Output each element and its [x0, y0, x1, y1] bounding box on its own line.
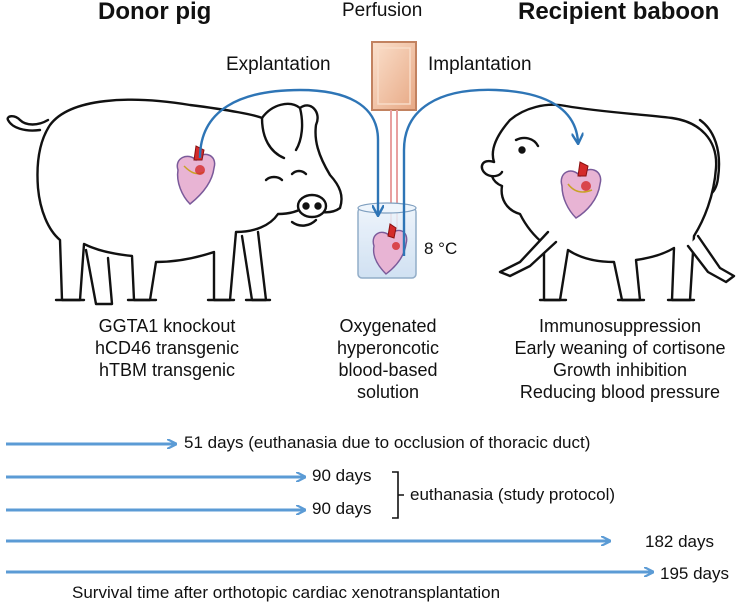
recipient-title: Recipient baboon: [518, 0, 720, 25]
donor-trait: GGTA1 knockout: [98, 316, 236, 336]
donor-trait: hTBM transgenic: [98, 360, 236, 380]
survival-caption: Survival time after orthotopic cardiac x…: [72, 583, 501, 602]
donor-trait: hCD46 transgenic: [94, 338, 240, 358]
baboon-heart-icon: [560, 161, 602, 219]
survival-label-195: 195 days: [660, 564, 729, 583]
solution-line: Oxygenated: [339, 316, 437, 336]
survival-arrows: [6, 444, 652, 572]
bracket-label: euthanasia (study protocol): [410, 485, 616, 504]
survival-label-182: 182 days: [645, 532, 714, 551]
recipient-treatment: Immunosuppression Early weaning of corti…: [500, 315, 740, 403]
temperature-label: 8 °C: [424, 239, 458, 258]
solution-description: Oxygenated hyperoncotic blood-based solu…: [318, 315, 458, 403]
explantation-label: Explantation: [226, 54, 331, 75]
solution-line: blood-based: [338, 360, 438, 380]
implantation-label: Implantation: [428, 54, 532, 75]
treatment-item: Early weaning of cortisone: [514, 338, 726, 358]
donor-traits: GGTA1 knockout hCD46 transgenic hTBM tra…: [62, 315, 272, 381]
baboon-illustration: [480, 103, 736, 302]
survival-label-90a: 90 days: [312, 466, 372, 485]
perfusion-label: Perfusion: [342, 0, 423, 21]
implantation-arrow: [402, 88, 578, 256]
perfusion-bag: [371, 41, 417, 111]
solution-line: hyperoncotic: [336, 338, 440, 358]
treatment-item: Reducing blood pressure: [519, 382, 721, 402]
donor-title: Donor pig: [98, 0, 212, 25]
survival-label-51: 51 days (euthanasia due to occlusion of …: [184, 433, 591, 452]
euthanasia-bracket: [392, 471, 404, 519]
treatment-item: Immunosuppression: [538, 316, 702, 336]
treatment-item: Growth inhibition: [552, 360, 688, 380]
solution-line: solution: [356, 382, 420, 402]
explantation-arrow: [198, 88, 378, 214]
survival-label-90b: 90 days: [312, 499, 372, 518]
container-heart-icon: [372, 223, 408, 275]
pig-illustration: [6, 98, 343, 306]
